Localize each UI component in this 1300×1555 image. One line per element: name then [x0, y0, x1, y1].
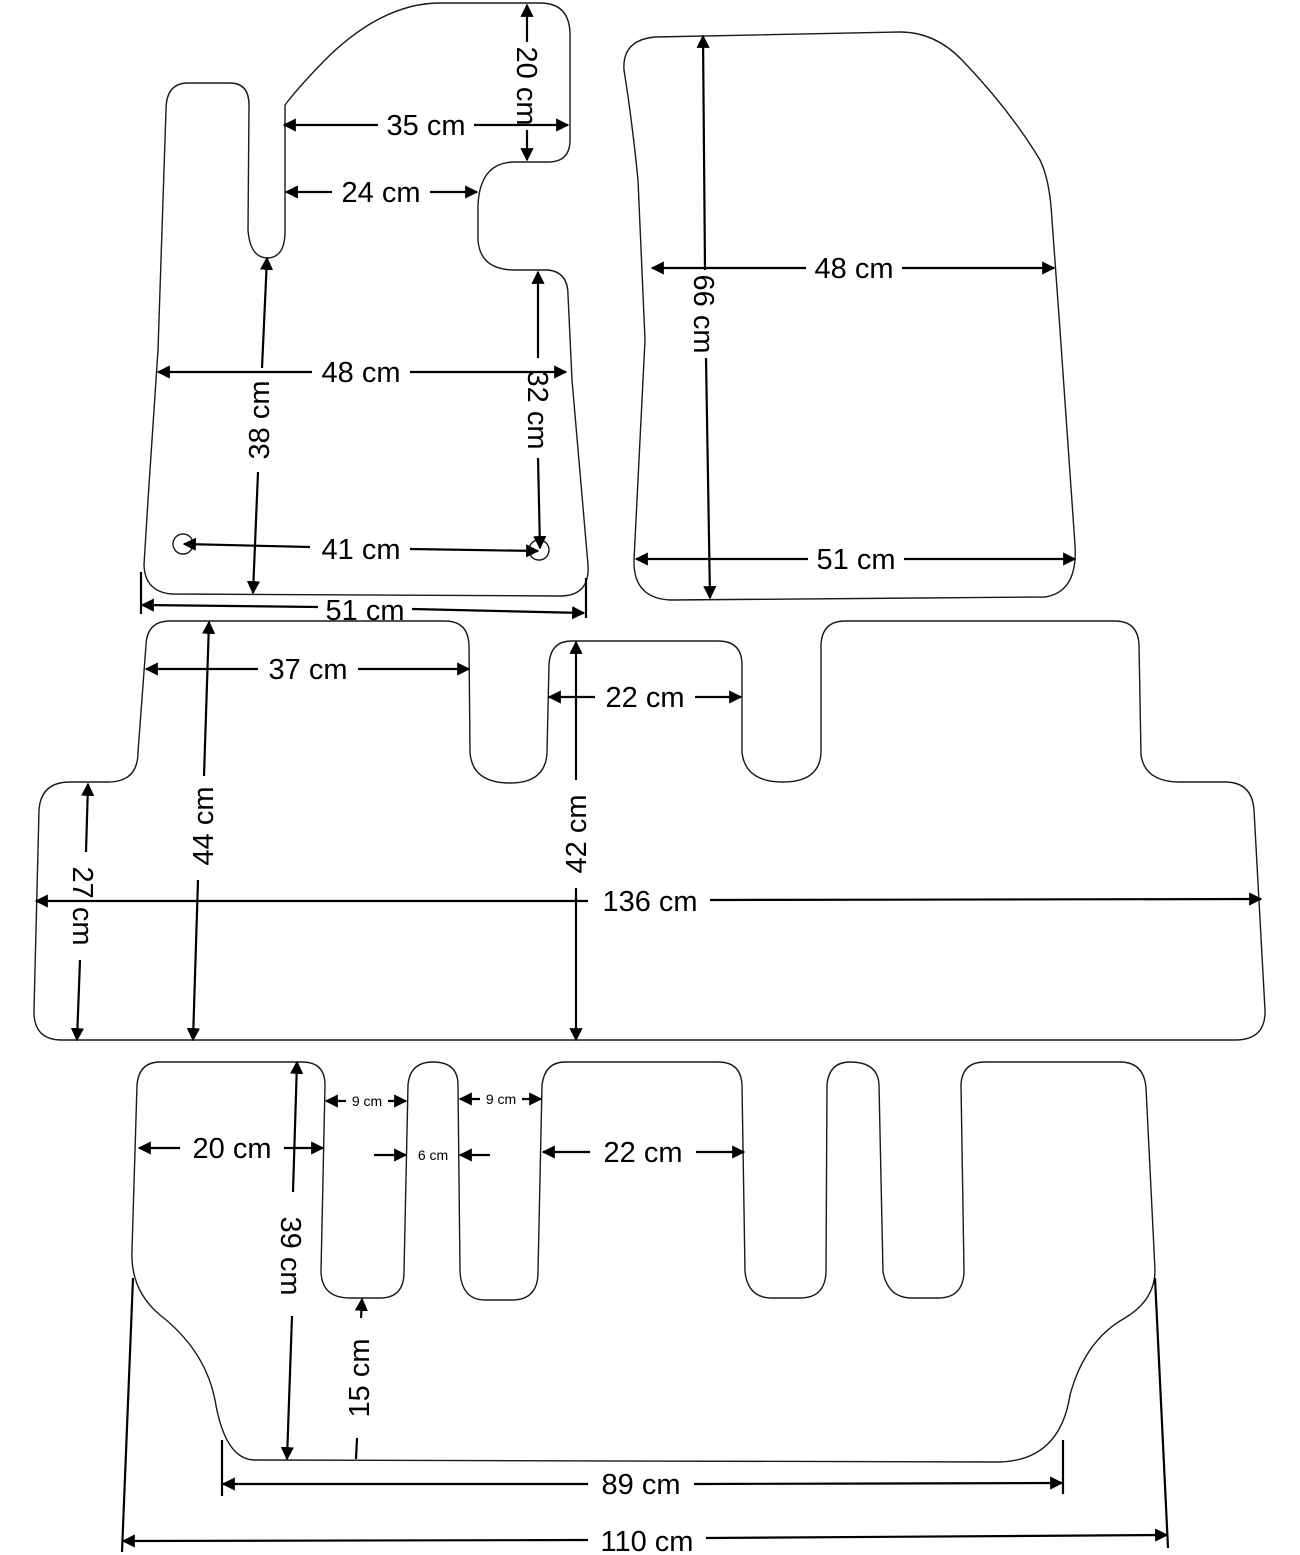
- label-mid-height: 42 cm: [561, 795, 593, 874]
- label-left-tab-width: 20 cm: [193, 1133, 272, 1165]
- dim-line-total-width-b: [709, 892, 1263, 906]
- dim-line-height-b: [280, 1315, 295, 1461]
- dim-line-total-a: [121, 1534, 589, 1548]
- label-strip-width: 6 cm: [418, 1147, 448, 1163]
- label-height: 39 cm: [274, 1217, 306, 1296]
- dim-line-side-height-b: [70, 959, 85, 1042]
- dim-line-holes-a: [182, 537, 311, 551]
- label-top-depth: 20 cm: [510, 47, 542, 126]
- label-total-width: 136 cm: [602, 886, 697, 918]
- label-height: 66 cm: [687, 275, 719, 354]
- dim-line-total-b: [705, 1528, 1169, 1542]
- tick-total-right: [1153, 1277, 1170, 1549]
- passenger-mat-outline: [623, 31, 1076, 601]
- dim-line-left-height-b: [186, 879, 200, 1042]
- passenger-mat: 48 cm 66 cm 51 cm: [623, 31, 1077, 601]
- label-notch-width: 24 cm: [342, 177, 421, 209]
- label-width-bottom: 51 cm: [817, 544, 896, 576]
- dim-line-height-a: [290, 1060, 304, 1193]
- label-gap-right: 9 cm: [486, 1091, 516, 1107]
- label-mid-width: 48 cm: [322, 357, 401, 389]
- label-top-width: 35 cm: [387, 110, 466, 142]
- dim-line-left-height-b: [246, 471, 261, 595]
- second-row-mat: 37 cm 44 cm 22 cm 42 cm 27 cm 136 cm: [33, 620, 1266, 1042]
- third-row-mat-outline: [131, 1061, 1156, 1463]
- label-gap-left: 9 cm: [352, 1093, 382, 1109]
- second-row-mat-outline: [33, 620, 1266, 1041]
- label-left-tab-width: 37 cm: [269, 654, 348, 686]
- dim-line-slot-depth-a: [354, 1297, 368, 1319]
- label-side-height: 27 cm: [66, 867, 98, 946]
- dim-line-side-height-a: [81, 782, 95, 853]
- label-width-top: 48 cm: [815, 253, 894, 285]
- tick-total-left: [120, 1277, 135, 1553]
- label-left-height: 38 cm: [244, 381, 276, 460]
- dim-line-height-a: [696, 34, 710, 271]
- dim-line-holes-b: [409, 544, 540, 558]
- driver-mat: 20 cm 35 cm 24 cm 48 cm 38 cm 32 cm 41 c…: [139, 2, 589, 627]
- dim-line-bottom-a: [140, 598, 319, 612]
- dim-line-left-height-a: [259, 256, 274, 369]
- label-mid-tab-width: 22 cm: [604, 1137, 683, 1169]
- label-slot-depth: 15 cm: [344, 1339, 376, 1418]
- label-left-height: 44 cm: [188, 787, 220, 866]
- label-mid-tab-width: 22 cm: [606, 682, 685, 714]
- dim-line-slot-depth-b: [354, 1437, 359, 1460]
- label-total-width: 110 cm: [601, 1526, 694, 1555]
- dim-line-right-height-b: [533, 457, 547, 550]
- label-bottom-width: 89 cm: [602, 1469, 681, 1501]
- driver-mat-outline: [143, 2, 589, 597]
- dim-line-left-height-a: [202, 620, 216, 777]
- third-row-mat: 20 cm 39 cm 9 cm 9 cm 6 cm 22 cm 15 cm 8…: [120, 1060, 1170, 1555]
- label-right-height: 32 cm: [521, 371, 553, 450]
- label-hole-spacing: 41 cm: [322, 534, 401, 566]
- dim-line-bottom-b: [411, 606, 586, 620]
- dim-line-bottom-b: [693, 1476, 1064, 1490]
